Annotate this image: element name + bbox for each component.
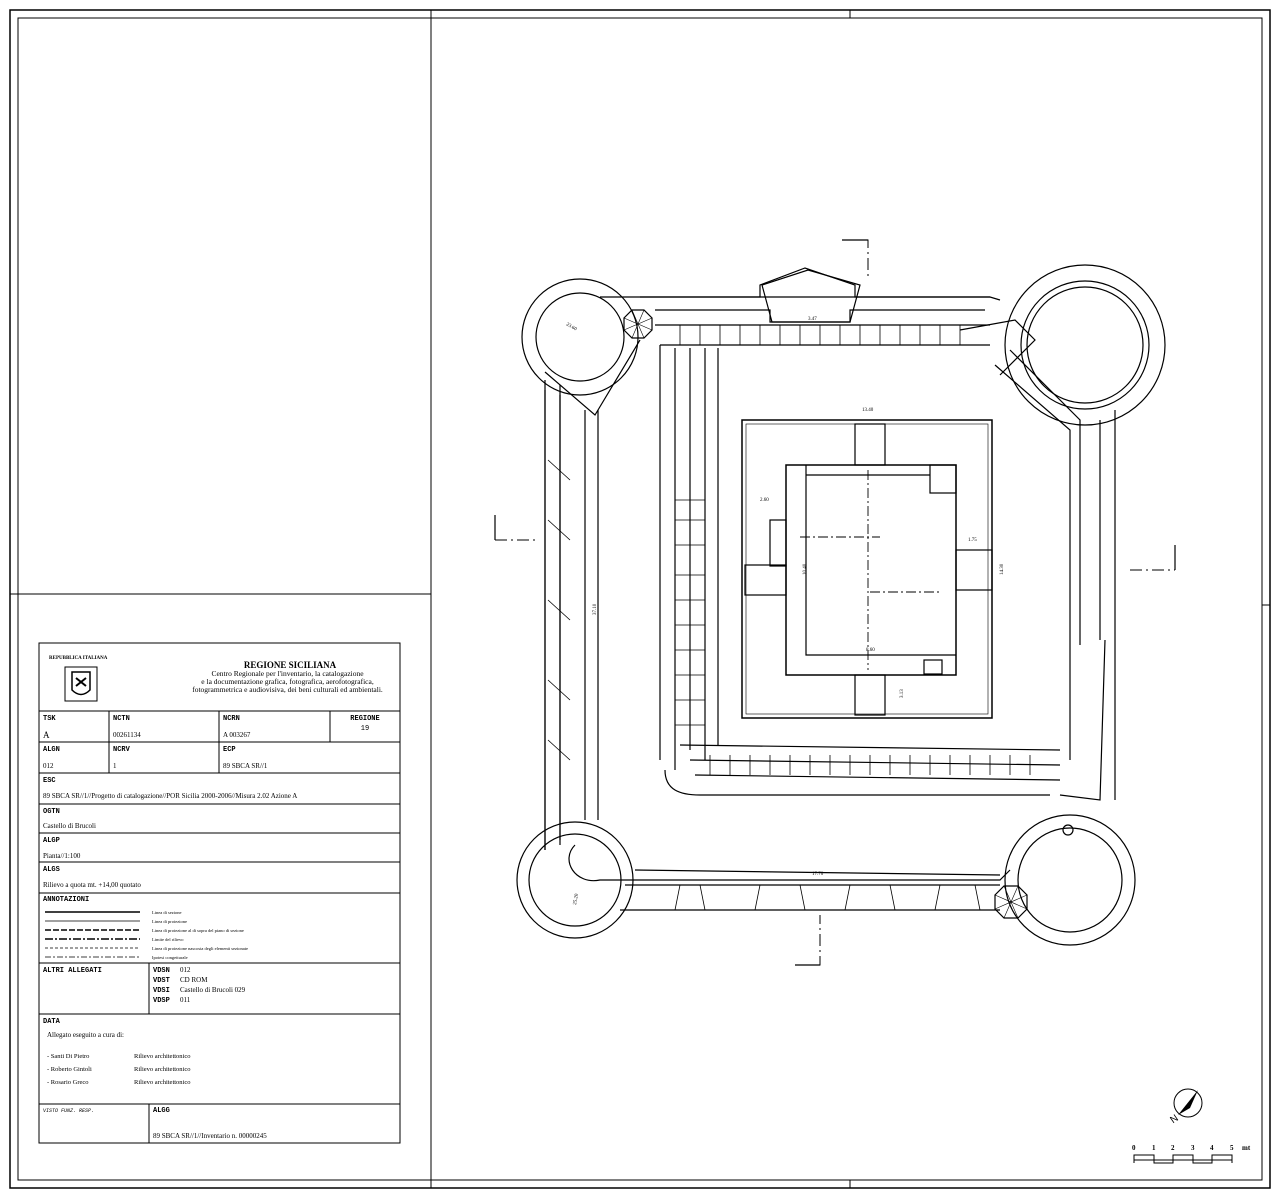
dim-courtyard-right: 14.30: [1000, 563, 1005, 575]
scale-label: 5: [1230, 1144, 1234, 1152]
dim-tower-sw: 25.20: [573, 893, 580, 905]
annotation-line-samples: [45, 911, 140, 958]
north-bastion: [761, 269, 861, 323]
scale-label: mt: [1242, 1144, 1251, 1152]
inner-frame: [17, 17, 1263, 1181]
dim-keep-bottom: 8.60: [866, 648, 875, 653]
north-label: N: [1168, 1113, 1180, 1126]
north-arrow: N: [1168, 1088, 1203, 1126]
scale-label: 0: [1132, 1144, 1136, 1152]
dimension-labels: 3.47 13.40 2.60 1.75 8.60 17.70 10.40 14…: [565, 317, 1005, 905]
dim-keep-bottom-offset: 3.13: [900, 689, 905, 698]
title-block: [38, 642, 401, 1144]
tower-se: [1004, 814, 1136, 946]
dim-keep-left: 2.60: [760, 498, 769, 503]
scale-label: 3: [1191, 1144, 1195, 1152]
scale-label: 1: [1152, 1144, 1156, 1152]
dim-bottom-wall: 17.70: [812, 872, 824, 877]
outer-frame: [9, 9, 1271, 1189]
scale-bar: 0 1 2 3 4 5 mt: [1132, 1144, 1251, 1164]
central-keep: [785, 464, 957, 676]
dim-courtyard-top: 13.40: [862, 408, 874, 413]
dim-tower-nw: 23.60: [565, 322, 578, 332]
tower-sw: [516, 821, 634, 939]
tower-nw: [521, 278, 639, 396]
scale-label: 2: [1171, 1144, 1175, 1152]
dim-keep-right: 1.75: [968, 538, 977, 543]
tower-ne: [1004, 264, 1166, 426]
castle-plan: [494, 239, 1176, 966]
scale-label: 4: [1210, 1144, 1214, 1152]
dim-top-wall: 3.47: [808, 317, 817, 322]
dim-left-wall: 37.10: [593, 603, 598, 615]
dim-keep-height: 10.40: [803, 563, 808, 575]
